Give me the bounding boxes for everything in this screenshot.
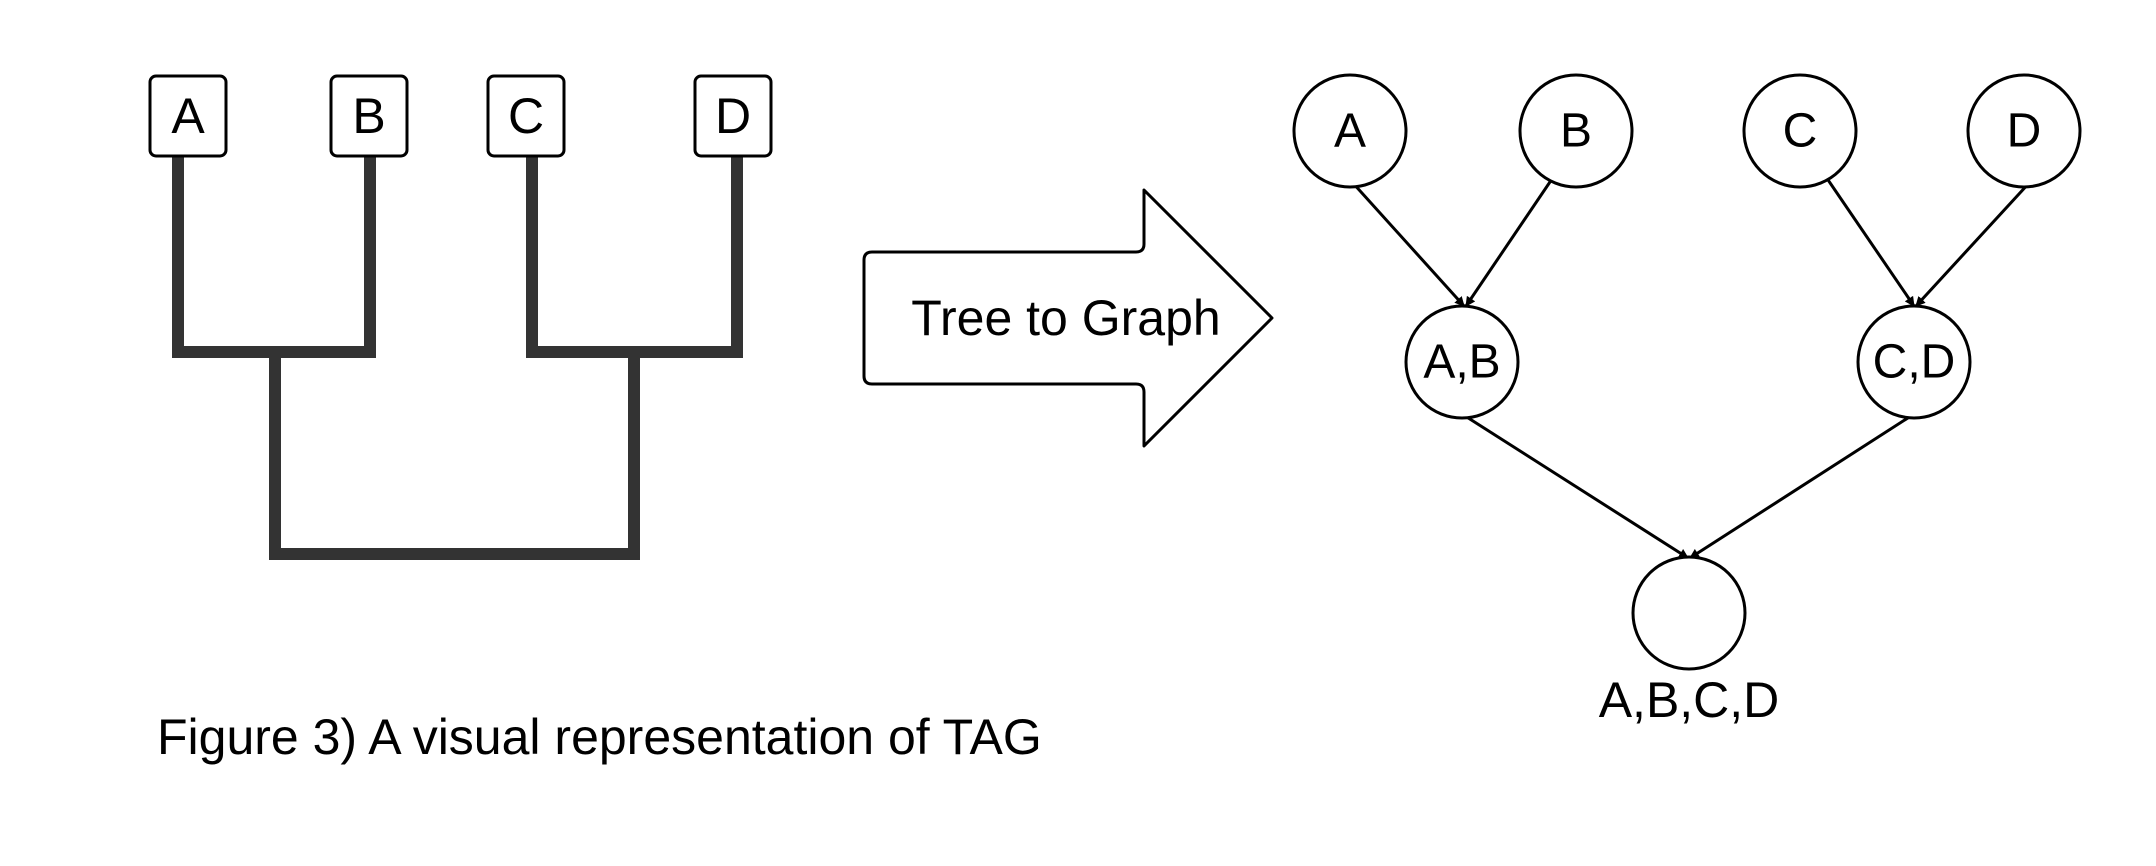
graph-node-cd: C,D <box>1856 304 1972 420</box>
node-label: D <box>2007 105 2042 158</box>
edge-cd-root <box>1689 412 1915 560</box>
tree-diagram: A B C D <box>148 74 773 560</box>
leaf-label: D <box>715 88 751 144</box>
leaf-box <box>148 74 228 158</box>
node-circle <box>1631 555 1747 671</box>
node-circle <box>1856 304 1972 420</box>
tree-leaf-c: C <box>486 74 566 158</box>
graph-node-a: A <box>1292 73 1408 189</box>
graph-node-c: C <box>1742 73 1858 189</box>
leaf-label: B <box>352 88 385 144</box>
leaf-box <box>693 74 773 158</box>
edge-c-cd <box>1822 173 1916 307</box>
graph-diagram: A B C D A,B C,D A,B,C,D <box>1292 73 2082 728</box>
node-circle <box>1404 304 1520 420</box>
branch-ab-cd <box>269 346 640 560</box>
node-label: C <box>1783 105 1818 158</box>
node-circle <box>1518 73 1634 189</box>
tree-leaf-a: A <box>148 74 228 158</box>
leaf-box <box>329 74 409 158</box>
node-circle <box>1292 73 1408 189</box>
figure-caption: Figure 3) A visual representation of TAG <box>157 709 1042 765</box>
tree-branches <box>172 152 743 560</box>
node-circle <box>1742 73 1858 189</box>
node-label: A,B <box>1423 336 1500 389</box>
node-circle <box>1966 73 2082 189</box>
root-node-label: A,B,C,D <box>1599 672 1780 728</box>
tree-leaf-b: B <box>329 74 409 158</box>
edge-ab-root <box>1461 412 1689 560</box>
graph-edges <box>1350 173 2032 560</box>
leaf-box <box>486 74 566 158</box>
branch-a-b <box>172 152 376 358</box>
graph-node-root <box>1631 555 1747 671</box>
block-arrow-shape <box>862 188 1274 448</box>
node-label: C,D <box>1873 336 1956 389</box>
leaf-label: C <box>508 88 544 144</box>
node-label: B <box>1560 105 1592 158</box>
tree-to-graph-arrow: Tree to Graph <box>862 188 1274 448</box>
graph-node-ab: A,B <box>1404 304 1520 420</box>
tree-leaf-d: D <box>693 74 773 158</box>
branch-c-d <box>526 152 743 358</box>
edge-d-cd <box>1914 180 2032 308</box>
graph-node-d: D <box>1966 73 2082 189</box>
edge-a-ab <box>1350 180 1466 308</box>
arrow-label: Tree to Graph <box>911 290 1220 346</box>
graph-node-b: B <box>1518 73 1634 189</box>
leaf-label: A <box>171 88 205 144</box>
node-label: A <box>1334 105 1366 158</box>
edge-b-ab <box>1464 175 1556 307</box>
